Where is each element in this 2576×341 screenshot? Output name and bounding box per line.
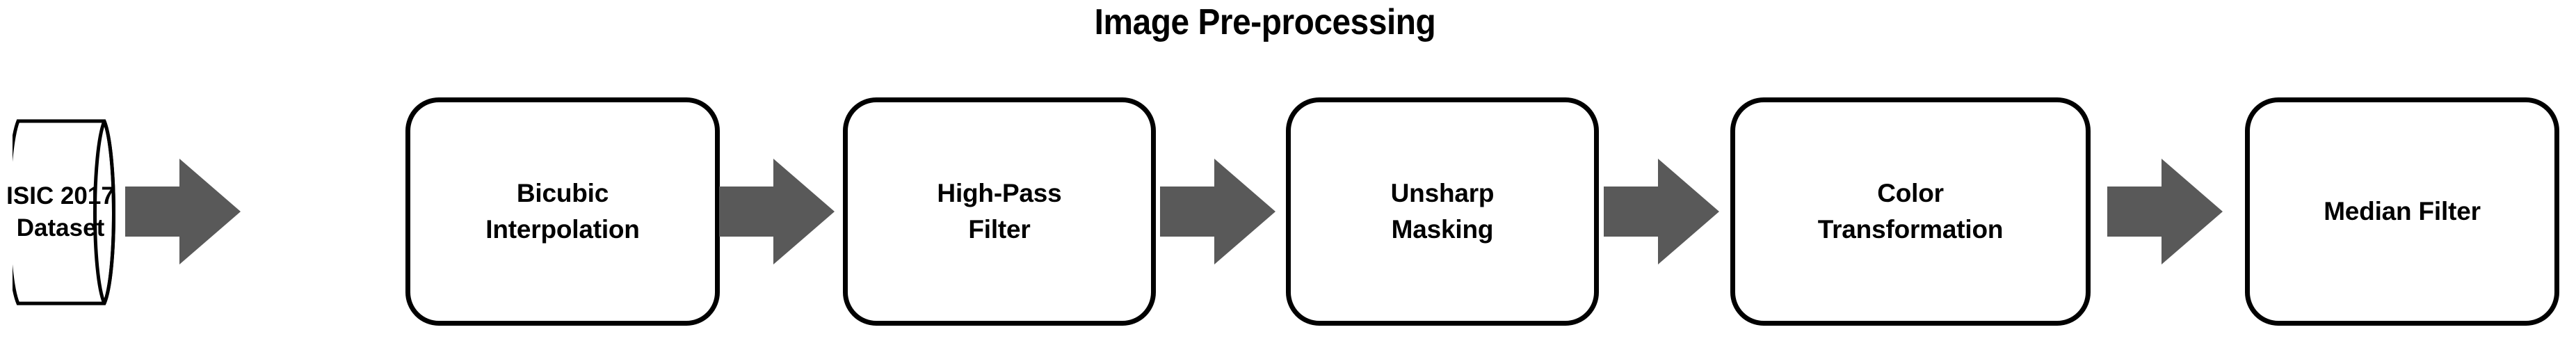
node-median-filter-label: Median Filter [2317,193,2488,230]
arrow-highpass-to-unsharp-icon [1160,159,1275,264]
arrow-color-to-median-icon [2107,159,2223,264]
arrow-bicubic-to-highpass-icon [719,159,835,264]
node-unsharp-masking-line1: Unsharp [1390,179,1495,207]
node-bicubic-interpolation-line2: Interpolation [485,215,640,244]
node-median-filter[interactable]: Median Filter [2245,97,2559,326]
node-high-pass-filter-line1: High-Pass [937,179,1062,207]
node-high-pass-filter[interactable]: High-Pass Filter [843,97,1156,326]
node-unsharp-masking-line2: Masking [1391,215,1494,244]
node-median-filter-line1: Median Filter [2324,197,2481,225]
node-bicubic-interpolation[interactable]: Bicubic Interpolation [405,97,720,326]
node-high-pass-filter-line2: Filter [968,215,1031,244]
dataset-label-group: ISIC 2017 Dataset [6,118,115,306]
node-color-transformation-line2: Transformation [1817,215,2004,244]
dataset-label-line1: ISIC 2017 [6,182,115,209]
arrow-unsharp-to-color-icon [1604,159,1719,264]
node-high-pass-filter-label: High-Pass Filter [930,175,1068,248]
arrow-dataset-to-bicubic-icon [125,159,241,264]
cylinder-shape [13,119,115,306]
node-unsharp-masking[interactable]: Unsharp Masking [1286,97,1599,326]
page-title: Image Pre-processing [1094,2,1436,42]
node-color-transformation[interactable]: Color Transformation [1730,97,2091,326]
node-color-transformation-line1: Color [1877,179,1944,207]
node-color-transformation-label: Color Transformation [1811,175,2011,248]
node-bicubic-interpolation-label: Bicubic Interpolation [478,175,646,248]
dataset-label-line2: Dataset [16,214,105,241]
node-unsharp-masking-label: Unsharp Masking [1384,175,1502,248]
node-bicubic-interpolation-line1: Bicubic [516,179,609,207]
isic-2017-dataset-cylinder: ISIC 2017 Dataset [6,118,124,306]
